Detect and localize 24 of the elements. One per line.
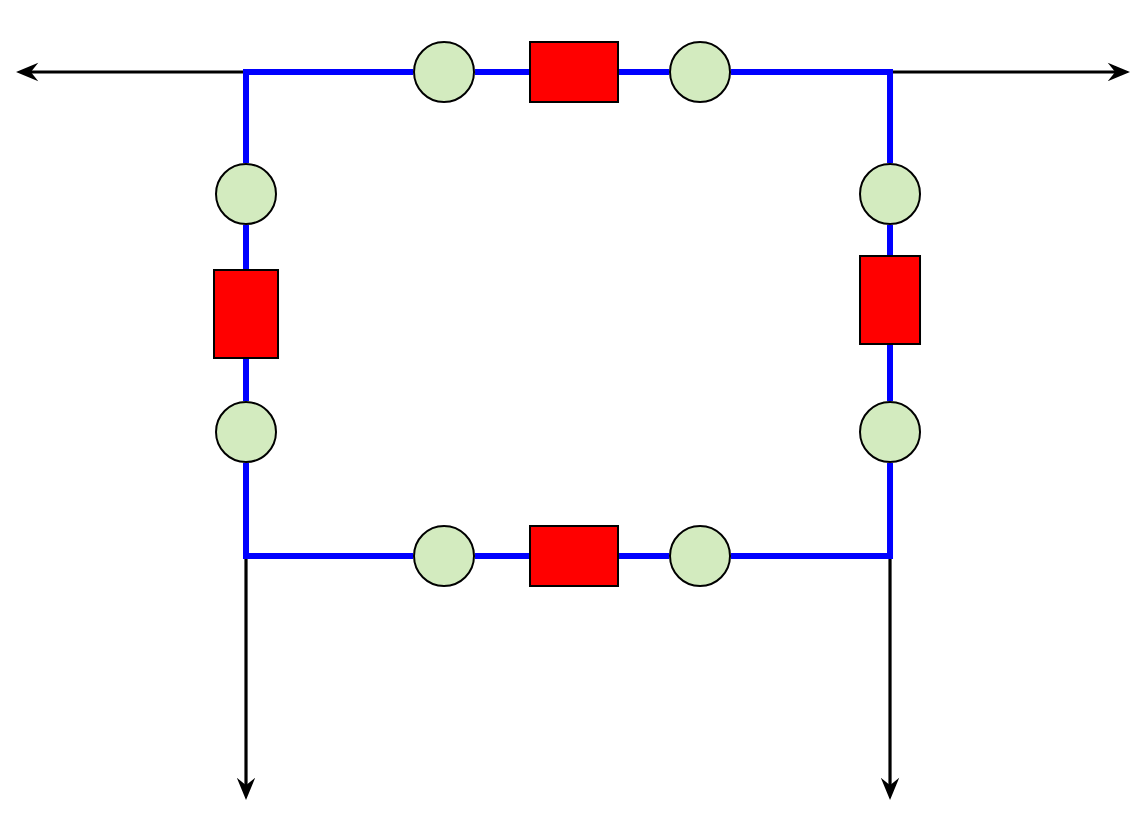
- connector-line: [243, 225, 249, 269]
- connector-line: [475, 69, 529, 75]
- connector-line: [887, 225, 893, 255]
- component-box: [859, 255, 921, 345]
- connector-line: [731, 69, 893, 163]
- connector-line: [731, 463, 893, 559]
- circle-node: [669, 525, 731, 587]
- connector-line: [475, 553, 529, 559]
- component-box: [213, 269, 279, 359]
- circle-node: [859, 163, 921, 225]
- connector-line: [619, 553, 669, 559]
- component-box: [529, 525, 619, 587]
- connector-line: [243, 69, 413, 163]
- connector-line: [243, 359, 249, 401]
- circle-node: [413, 41, 475, 103]
- circle-node: [413, 525, 475, 587]
- circle-node: [859, 401, 921, 463]
- circle-node: [215, 401, 277, 463]
- circle-node: [669, 41, 731, 103]
- circle-node: [215, 163, 277, 225]
- connector-line: [619, 69, 669, 75]
- connector-line: [887, 345, 893, 401]
- connector-line: [243, 463, 413, 559]
- component-box: [529, 41, 619, 103]
